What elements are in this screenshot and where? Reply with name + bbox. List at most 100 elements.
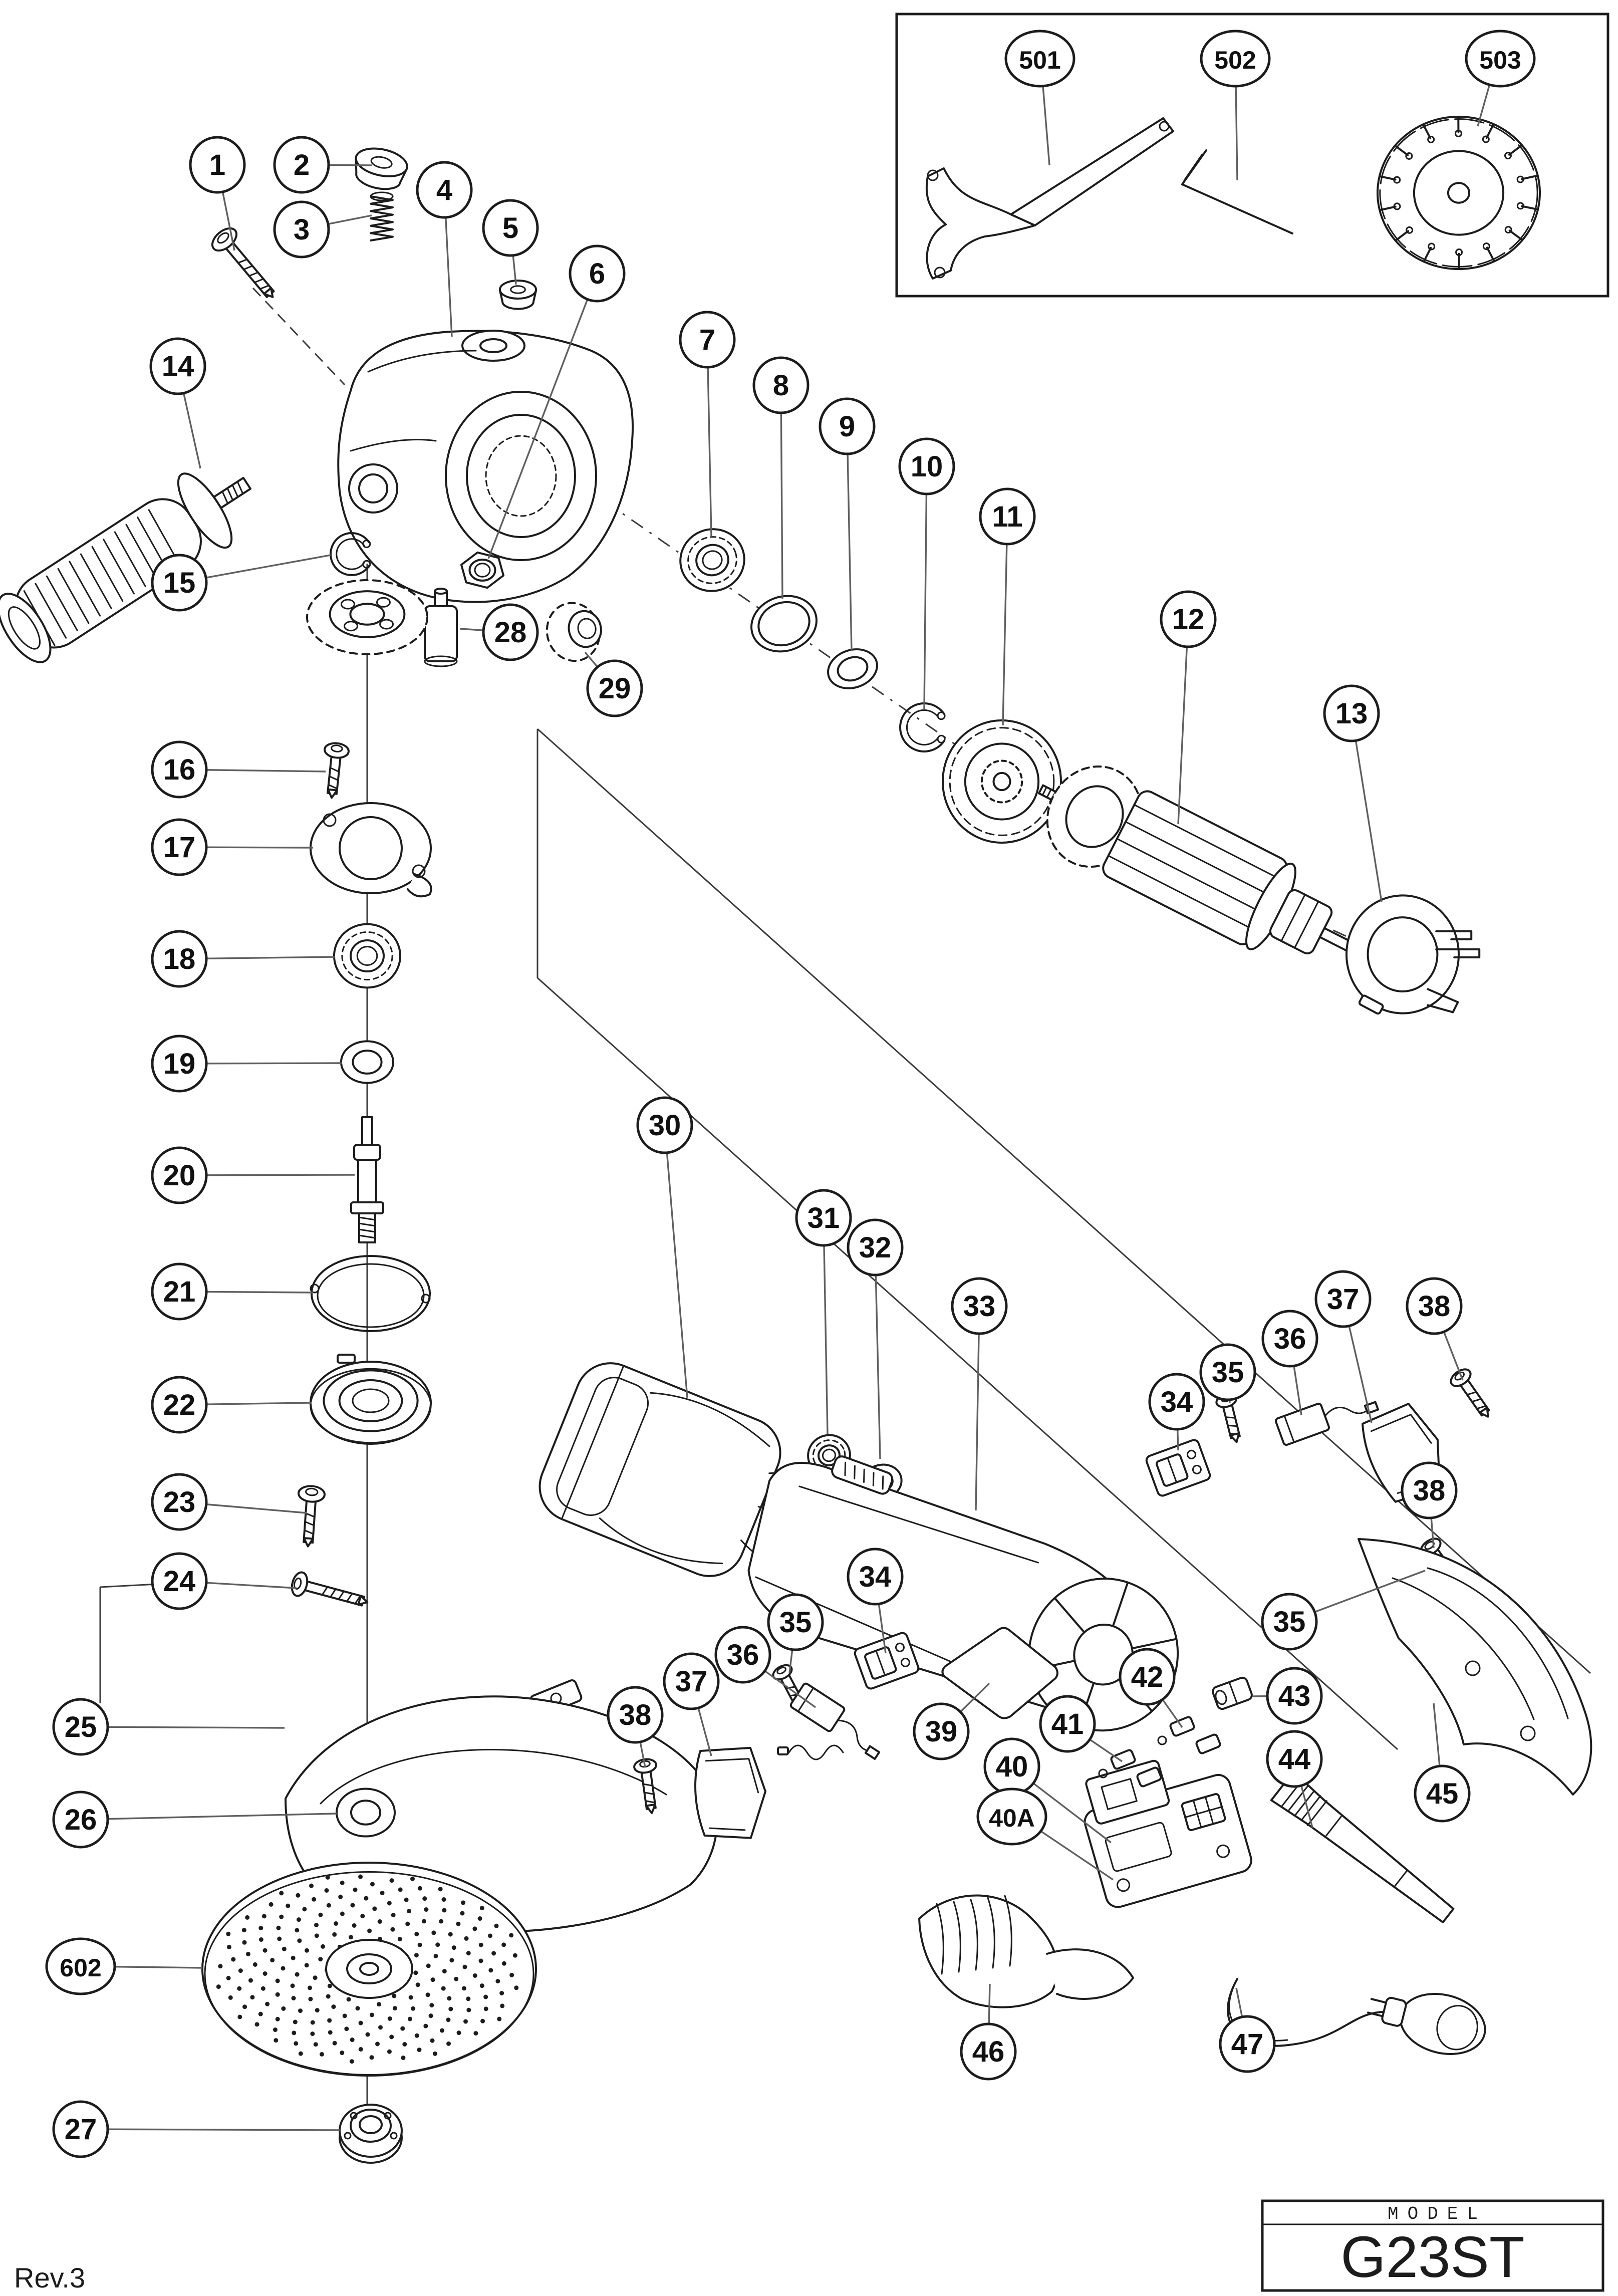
callout-38-3: 38 — [607, 1686, 664, 1744]
model-box-frame — [1261, 2199, 1604, 2292]
leader-line-503 — [1477, 84, 1491, 127]
callout-label-22: 22 — [163, 1389, 196, 1421]
leader-line-38-1 — [1443, 1331, 1464, 1381]
callout-label-47: 47 — [1231, 2028, 1264, 2061]
callout-circle-3 — [273, 200, 330, 259]
leader-line-23 — [206, 1503, 307, 1514]
callout-label-11: 11 — [992, 500, 1022, 533]
part-switch-34l — [854, 1632, 920, 1690]
callout-circle-13 — [1323, 684, 1380, 742]
part-snapring-10 — [899, 702, 946, 752]
leader-line-33 — [975, 1333, 980, 1511]
part-cordarmor-44 — [1270, 1770, 1455, 1923]
leader-line-35-2 — [788, 1649, 793, 1674]
revision-text: Rev.3 — [14, 2262, 85, 2293]
callout-circle-26 — [52, 1791, 109, 1849]
callout-503: 503 — [1465, 30, 1536, 88]
leader-line-35-3 — [1314, 1570, 1426, 1613]
callout-34-2: 34 — [847, 1548, 904, 1606]
part-screw-16 — [324, 742, 350, 799]
callout-circle-503 — [1465, 30, 1536, 88]
callout-19: 19 — [151, 1035, 208, 1093]
callout-1: 1 — [189, 136, 246, 194]
callout-label-21: 21 — [163, 1275, 196, 1308]
callout-label-10: 10 — [911, 450, 943, 483]
callout-circle-34-1 — [1148, 1373, 1205, 1431]
model-box: MODEL G23ST — [1261, 2199, 1604, 2292]
leader-line-602 — [114, 1965, 203, 1969]
callout-circle-24 — [151, 1552, 208, 1610]
leader-line-26 — [107, 1813, 337, 1820]
callout-circle-21 — [151, 1262, 208, 1321]
callout-3: 3 — [273, 200, 330, 259]
leader-line-24 — [206, 1582, 297, 1589]
callout-label-40A: 40A — [989, 1804, 1035, 1832]
leader-line-5 — [512, 255, 517, 285]
construction-line — [252, 287, 346, 386]
callout-46: 46 — [960, 2022, 1017, 2081]
callout-8: 8 — [752, 356, 810, 414]
callout-18: 18 — [151, 930, 208, 988]
callout-circle-35-1 — [1199, 1343, 1256, 1401]
leader-line-47 — [1235, 1987, 1243, 2017]
callout-circle-42 — [1119, 1648, 1176, 1706]
leader-line-9 — [847, 453, 853, 652]
callout-label-30: 30 — [649, 1109, 681, 1142]
part-hexkey-502 — [1181, 149, 1293, 234]
leader-line-25 — [107, 1726, 285, 1729]
leader-line-15 — [205, 554, 331, 579]
callout-2: 2 — [273, 136, 330, 194]
callout-circle-32 — [847, 1218, 904, 1277]
callout-9: 9 — [819, 397, 876, 455]
callout-circle-38-1 — [1406, 1277, 1463, 1335]
callout-circle-22 — [151, 1376, 208, 1434]
callout-circle-33 — [951, 1277, 1008, 1335]
callout-label-24: 24 — [163, 1565, 196, 1598]
callout-label-17: 17 — [163, 831, 196, 864]
leader-line-46 — [988, 1983, 991, 2024]
callout-label-602: 602 — [60, 1954, 101, 1982]
callout-circle-44 — [1266, 1730, 1323, 1788]
callout-502: 502 — [1200, 30, 1271, 88]
callout-label-29: 29 — [599, 672, 631, 705]
callout-501: 501 — [1004, 30, 1075, 88]
callout-label-6: 6 — [589, 258, 605, 290]
callout-label-46: 46 — [972, 2035, 1005, 2068]
callout-31: 31 — [795, 1189, 852, 1247]
part-crown-gear — [306, 579, 428, 655]
leader-line-13 — [1355, 740, 1383, 902]
callout-label-1: 1 — [209, 149, 225, 181]
callout-label-35-3: 35 — [1273, 1606, 1306, 1638]
part-cover-37l — [694, 1746, 767, 1839]
callout-circle-31 — [795, 1189, 852, 1247]
leader-line-34-2 — [878, 1604, 887, 1654]
part-bolt-24 — [291, 1571, 369, 1607]
leader-line-37-1 — [1348, 1326, 1373, 1423]
callout-circle-9 — [819, 397, 876, 455]
callout-44: 44 — [1266, 1730, 1323, 1788]
callout-35-2: 35 — [767, 1593, 824, 1651]
part-washer-9 — [827, 648, 878, 689]
callout-circle-25 — [52, 1698, 109, 1756]
callout-28: 28 — [482, 603, 539, 661]
part-ring-19 — [340, 1040, 394, 1084]
callout-label-26: 26 — [65, 1804, 97, 1836]
callout-label-27: 27 — [65, 2113, 97, 2146]
callout-circle-1 — [189, 136, 246, 194]
part-gear-11 — [942, 719, 1062, 844]
callout-12: 12 — [1160, 590, 1217, 648]
leader-line-502 — [1235, 86, 1238, 181]
leader-line-7 — [707, 367, 712, 537]
callout-602: 602 — [45, 1937, 116, 1995]
part-bits-41 — [1098, 1749, 1162, 1788]
callout-38-1: 38 — [1406, 1277, 1463, 1335]
callout-circle-28 — [482, 603, 539, 661]
callout-37-2: 37 — [663, 1652, 720, 1710]
leader-line-40 — [1032, 1782, 1112, 1844]
callout-21: 21 — [151, 1262, 208, 1321]
callout-circle-39 — [913, 1702, 970, 1760]
callout-10: 10 — [898, 437, 955, 495]
part-bearing-18 — [333, 923, 401, 989]
part-spindle-20 — [350, 1116, 384, 1243]
